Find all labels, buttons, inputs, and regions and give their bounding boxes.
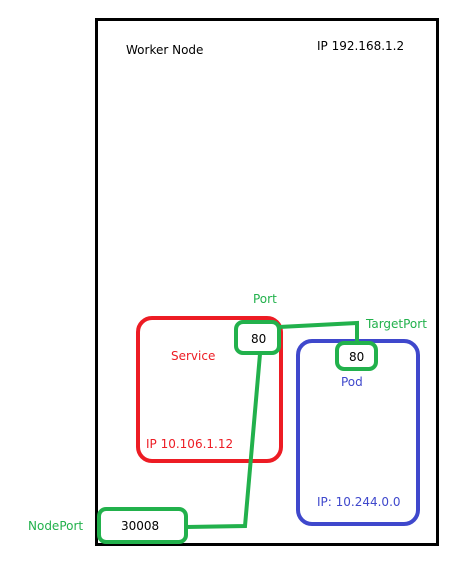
nodeport-to-port-connector: [185, 353, 262, 529]
pod-label: Pod: [341, 375, 363, 389]
nodeport-caption: NodePort: [28, 519, 83, 533]
targetport-value: 80: [349, 350, 364, 364]
port-value: 80: [251, 332, 266, 346]
service-box: [136, 316, 283, 463]
worker-node-box: [95, 18, 439, 546]
port-caption: Port: [253, 292, 277, 306]
worker-node-ip: IP 192.168.1.2: [317, 39, 404, 53]
port-box: [234, 320, 281, 355]
targetport-caption: TargetPort: [365, 317, 427, 331]
port-to-targetport-connector: [278, 320, 359, 343]
nodeport-value: 30008: [121, 519, 159, 533]
nodeport-box: [97, 507, 188, 544]
targetport-box: [335, 341, 378, 371]
service-label: Service: [171, 349, 215, 363]
worker-node-title: Worker Node: [126, 43, 203, 57]
service-ip: IP 10.106.1.12: [146, 437, 233, 451]
pod-ip: IP: 10.244.0.0: [317, 495, 401, 509]
